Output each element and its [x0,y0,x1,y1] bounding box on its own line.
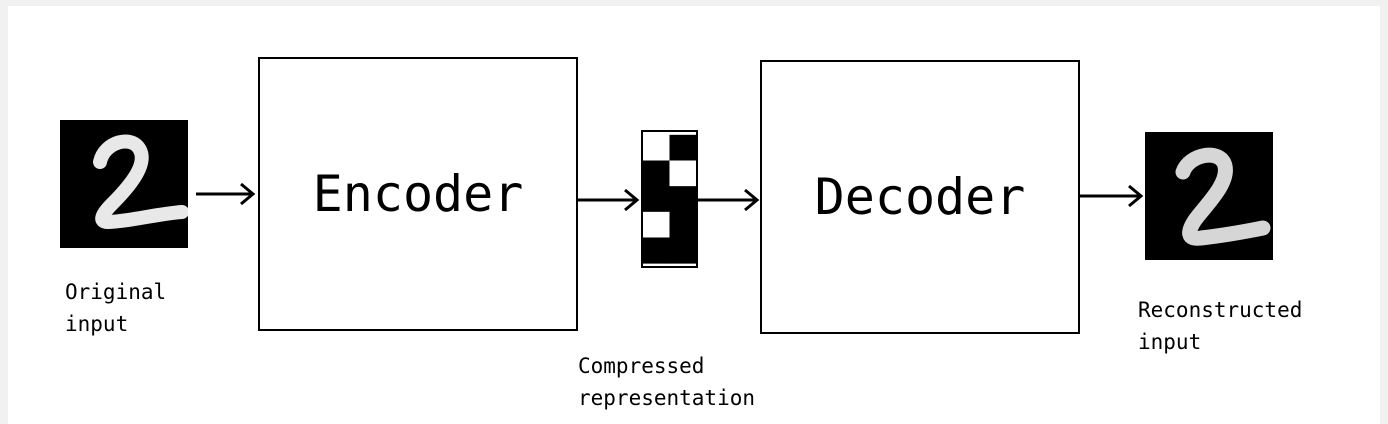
code-cell [643,160,670,187]
original-input-label: Original input [65,280,167,336]
code-cell [643,237,670,264]
code-cell [643,211,670,238]
original-digit-image [60,120,188,248]
reconstructed-digit-image [1145,132,1273,260]
code-cell [643,134,670,161]
reconstructed-input-label: Reconstructed input [1138,298,1303,354]
code-cell [669,160,696,187]
compressed-representation-label: Compressed representation [578,354,756,410]
arrow-to-output [1080,184,1144,208]
autoencoder-diagram: Original input Encoder Compressed repres… [8,6,1380,424]
encoder-label: Encoder [312,165,524,223]
code-cell [669,237,696,264]
code-cell [669,134,696,161]
arrow-to-encoder [196,182,256,206]
code-cell [643,186,670,213]
decoder-box: Decoder [760,60,1080,334]
compressed-representation-grid [641,130,698,268]
encoder-box: Encoder [258,57,578,331]
arrow-to-code [578,188,640,212]
decoder-label: Decoder [814,168,1026,226]
code-cell [669,186,696,213]
arrow-to-decoder [698,188,760,212]
code-cell [669,211,696,238]
